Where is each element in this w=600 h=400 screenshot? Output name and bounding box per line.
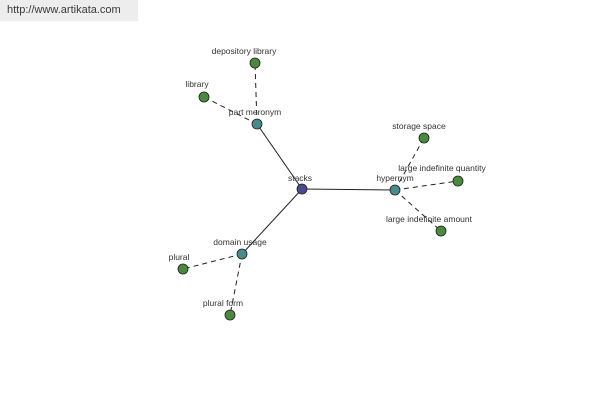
leaf-node-label: storage space bbox=[392, 121, 446, 131]
leaf-node-label: plural form bbox=[203, 298, 243, 308]
node-large-indefinite-quantity[interactable]: large indefinite quantity bbox=[398, 163, 486, 187]
node-large-indefinite-amount[interactable]: large indefinite amount bbox=[386, 214, 473, 237]
relation-node-label: part meronym bbox=[229, 107, 281, 117]
leaf-node-dot[interactable] bbox=[249, 57, 261, 69]
relation-node-label: hypernym bbox=[376, 173, 413, 183]
nodes-layer: stacks part meronym hypernym domain usage de… bbox=[169, 46, 486, 321]
leaf-node-label: depository library bbox=[212, 46, 277, 56]
node-storage-space[interactable]: storage space bbox=[392, 121, 446, 144]
leaf-node-dot[interactable] bbox=[435, 225, 447, 237]
node-hypernym[interactable]: hypernym bbox=[376, 173, 414, 196]
leaf-node-dot[interactable] bbox=[198, 91, 210, 103]
relation-node-dot[interactable] bbox=[236, 248, 248, 260]
edges-layer bbox=[182, 62, 459, 316]
edge-part-meronym-to-depository-library bbox=[254, 62, 258, 125]
node-stacks[interactable]: stacks bbox=[288, 173, 312, 195]
leaf-node-label: plural bbox=[169, 252, 190, 262]
source-url-banner[interactable]: http://www.artikata.com bbox=[0, 0, 138, 21]
edge-hypernym-to-large-indefinite-quantity bbox=[394, 180, 459, 191]
leaf-node-label: library bbox=[185, 79, 209, 89]
leaf-node-dot[interactable] bbox=[452, 175, 464, 187]
node-plural[interactable]: plural bbox=[169, 252, 190, 275]
node-depository-library[interactable]: depository library bbox=[212, 46, 277, 69]
node-part-meronym[interactable]: part meronym bbox=[229, 107, 281, 130]
edge-hypernym-to-storage-space bbox=[394, 137, 425, 191]
edge-domain-usage-to-plural-form bbox=[229, 253, 243, 316]
node-library[interactable]: library bbox=[185, 79, 210, 103]
edge-hypernym-to-large-indefinite-amount bbox=[394, 189, 442, 232]
edge-domain-usage-to-plural bbox=[182, 253, 243, 270]
node-domain-usage[interactable]: domain usage bbox=[213, 237, 267, 260]
relation-node-dot[interactable] bbox=[251, 118, 263, 130]
edge-stacks-to-hypernym bbox=[301, 188, 396, 191]
edge-stacks-to-domain-usage bbox=[241, 188, 303, 255]
center-node-label: stacks bbox=[288, 173, 312, 183]
leaf-node-label: large indefinite quantity bbox=[398, 163, 486, 173]
leaf-node-label: large indefinite amount bbox=[386, 214, 473, 224]
relation-node-dot[interactable] bbox=[389, 184, 401, 196]
leaf-node-dot[interactable] bbox=[177, 263, 189, 275]
leaf-node-dot[interactable] bbox=[418, 132, 430, 144]
edge-part-meronym-to-library bbox=[203, 96, 258, 125]
node-plural-form[interactable]: plural form bbox=[203, 298, 243, 321]
center-node-dot[interactable] bbox=[296, 183, 308, 195]
relation-node-label: domain usage bbox=[213, 237, 267, 247]
edge-stacks-to-part-meronym bbox=[256, 123, 303, 190]
leaf-node-dot[interactable] bbox=[224, 309, 236, 321]
